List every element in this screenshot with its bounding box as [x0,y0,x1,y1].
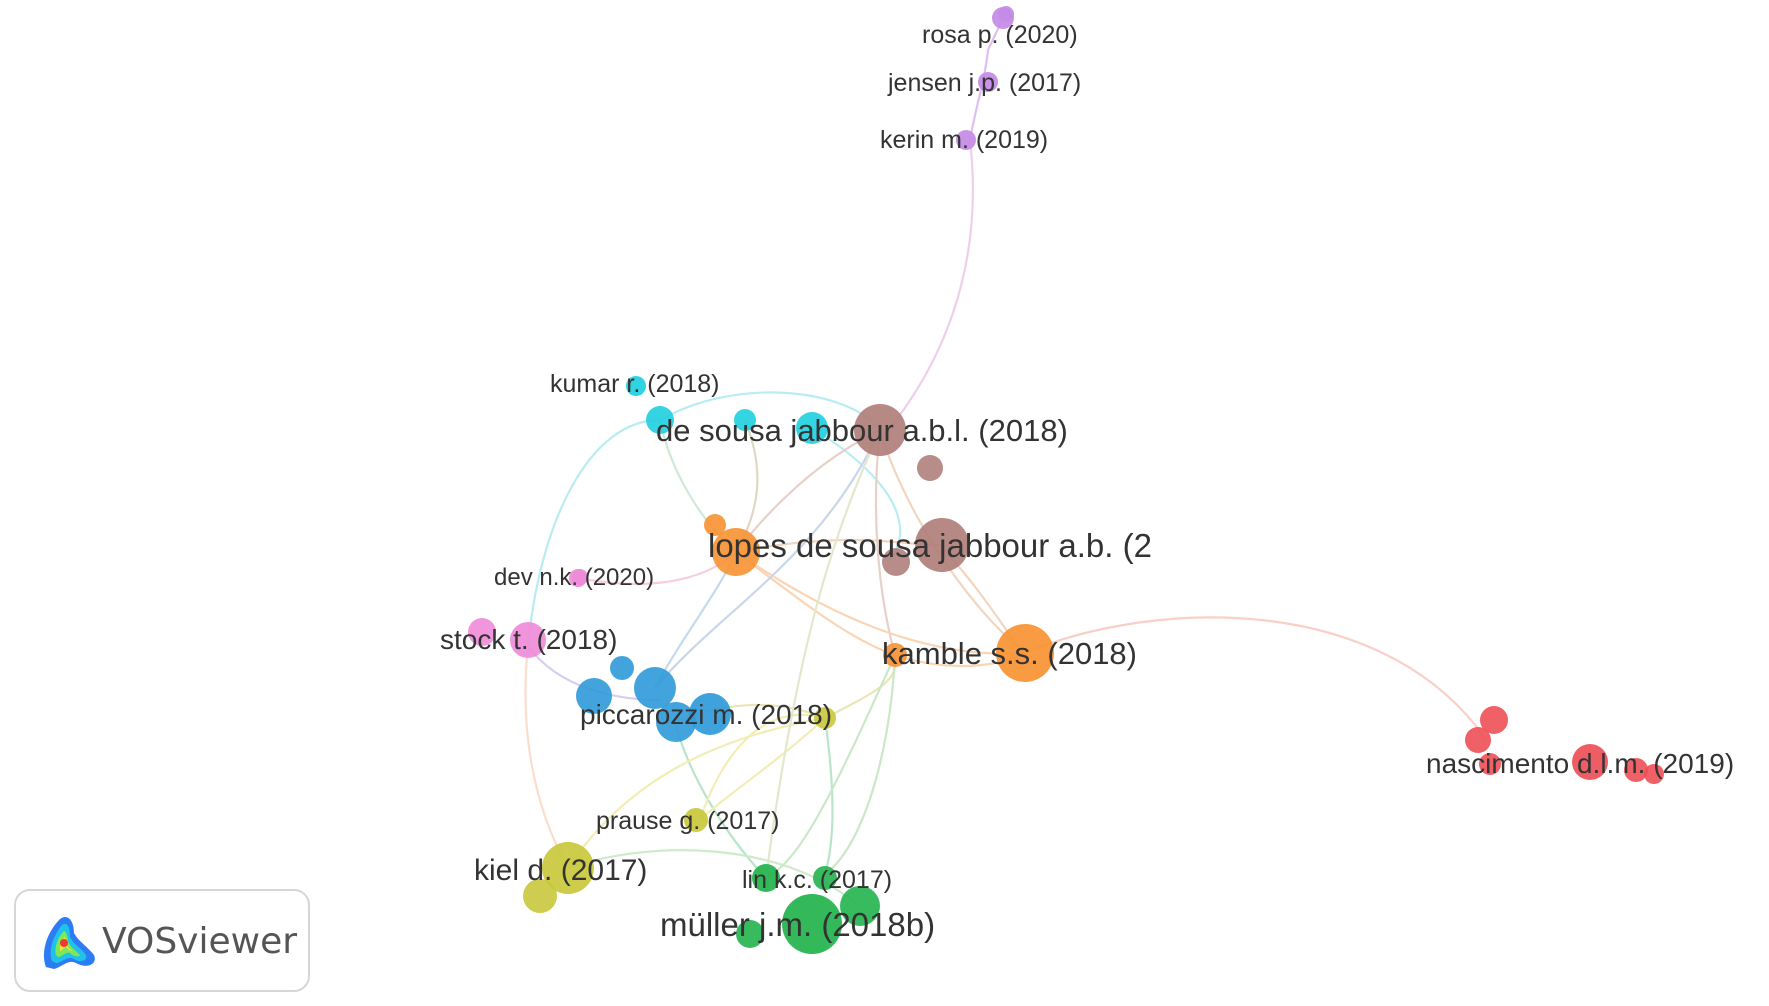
node-rosa [992,7,1014,29]
node-label-kamble: kamble s.s. (2018) [882,636,1137,671]
node-cyan [796,412,828,444]
link [673,721,767,879]
link [1024,616,1486,739]
node-label-rosa: rosa p. (2020) [922,21,1078,49]
vosviewer-logo-text: VOSviewer [102,921,298,962]
link [765,654,897,879]
node-lin [752,864,780,892]
network-labels: rosa p. (2020) jensen j.p. (2017) kerin m.… [440,21,1734,943]
node-ldsj [915,518,969,572]
node-label-nascimento: nascimento d.l.m. (2019) [1426,748,1734,779]
node-red [1465,727,1491,753]
node-label-kiel: kiel d. (2017) [474,854,647,887]
node-kerin [956,130,976,150]
network-nodes [468,6,1664,954]
node-nascimento [1572,744,1608,780]
node-green [813,866,837,890]
node-label-piccarozzi: piccarozzi m. (2018) [580,699,832,730]
node-brown [917,455,943,481]
node-red [1480,706,1508,734]
node-red [1479,753,1501,775]
node-orange [883,643,907,667]
node-prause [684,808,708,832]
link [567,716,826,869]
node-stock [510,622,546,658]
node-label-lin: lin k.c. (2017) [742,866,892,894]
node-label-jensen: jensen j.p. (2017) [887,69,1081,97]
link [654,429,881,689]
node-jensen [978,72,998,92]
node-label-kumar: kumar r. (2018) [550,370,720,398]
link [735,551,1026,655]
node-brown [882,548,910,576]
node-label-ldsj: lopes de sousa jabbour a.b. (2 [708,527,1152,564]
link [968,49,990,141]
node-cyan [734,409,756,431]
link [524,645,569,869]
node-olive [523,879,557,913]
link [698,713,826,821]
node-label-prause: prause g. (2017) [596,807,779,835]
node-green [840,886,880,926]
node-label-stock: stock t. (2018) [440,624,617,655]
node-olive [814,707,836,729]
link [823,717,834,875]
node-red [1644,764,1664,784]
node-label-kerin: kerin m. (2019) [880,126,1048,154]
node-dev [569,569,587,587]
link [699,717,826,821]
node-red [1624,758,1648,782]
link [526,418,661,647]
node-kumar [626,376,646,396]
node-pink [468,618,496,646]
node-kamble [996,624,1054,682]
node-blue [656,702,696,742]
node-kiel [542,842,594,894]
node-orange [704,514,726,536]
link [764,429,882,879]
node-blue [634,667,676,709]
node-label-muller: müller j.m. (2018b) [660,906,935,943]
node-cyan [646,406,674,434]
node-blue [610,656,634,680]
link [735,551,896,657]
link [824,654,897,875]
node-muller [782,894,842,954]
node-label-dsj: de sousa jabbour a.b.l. (2018) [656,413,1068,448]
link [879,139,974,441]
node-piccarozzi [689,693,731,735]
node-label-dev: dev n.k. (2020) [494,564,654,591]
node-dsj [854,404,906,456]
vosviewer-logo-icon [43,916,95,969]
vosviewer-logo: VOSviewer [14,889,310,992]
node-orange [712,528,760,576]
node-blue [576,678,612,714]
node-green [736,920,764,948]
link [811,427,902,561]
